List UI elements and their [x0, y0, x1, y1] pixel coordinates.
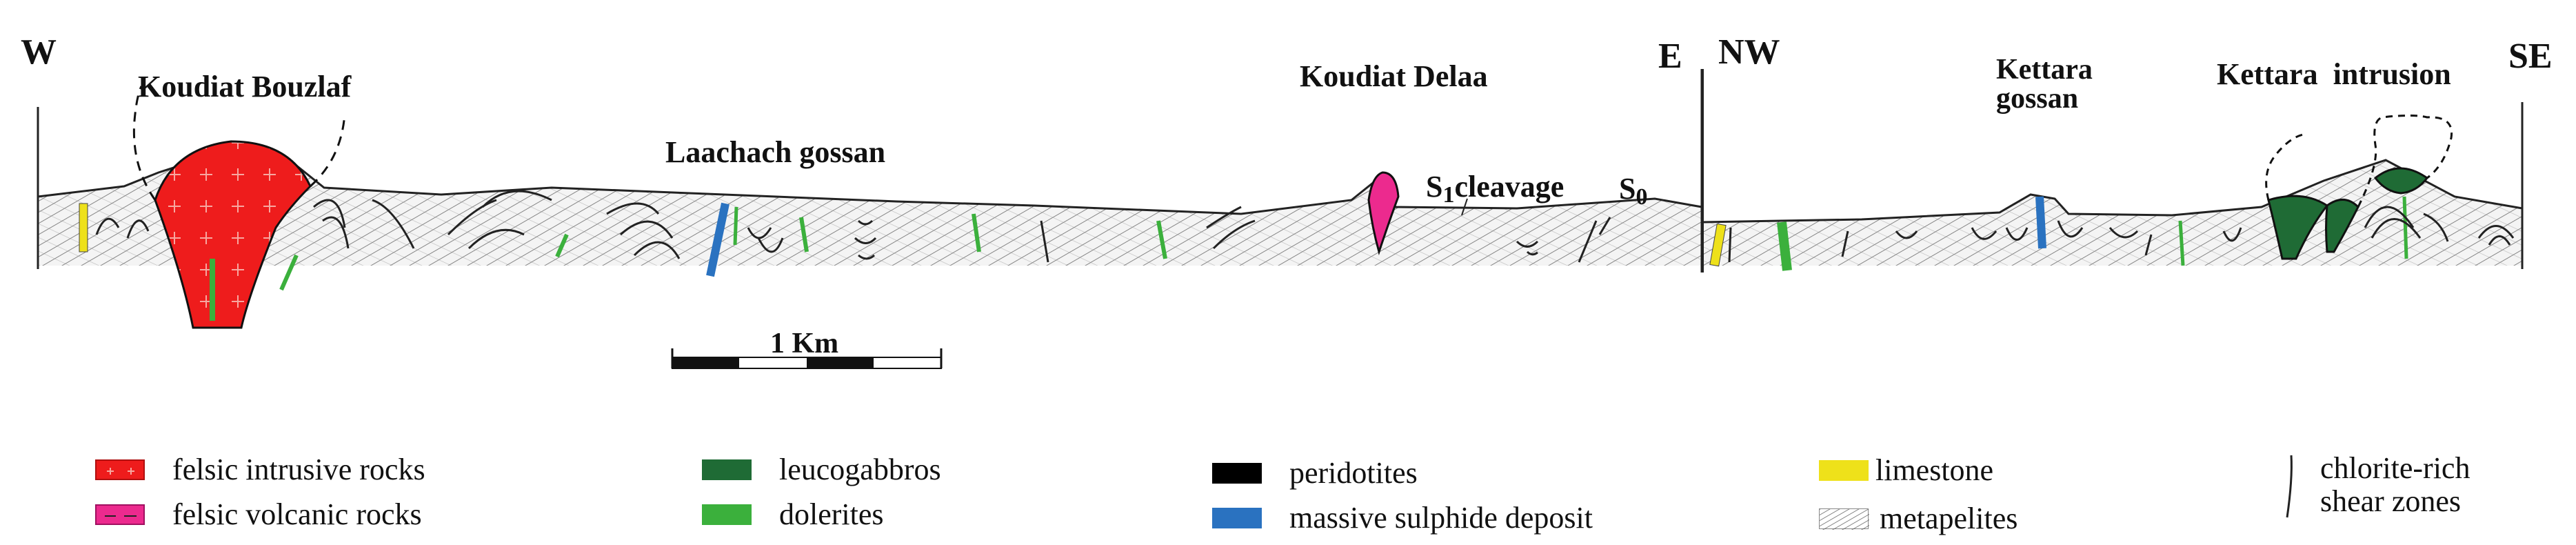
- direction-southeast-label: SE: [2508, 37, 2553, 76]
- right-section-folds: [1728, 206, 2515, 263]
- legend-chlorite-rich-shear-zones: chlorite-rich shear zones: [2279, 452, 2470, 521]
- legend-limestone: limestone: [1819, 453, 1993, 488]
- scale-bar-label: 1 Km: [770, 328, 839, 359]
- laachach-gossan-label: Laachach gossan: [665, 135, 886, 169]
- swatch-massive-sulphide: [1212, 507, 1262, 528]
- legend-metapelites: metapelites: [1819, 501, 2017, 536]
- scale-bar: [671, 348, 943, 369]
- s1-cleavage-leader: [1461, 198, 1468, 216]
- kettara-intrusion-label: Kettara intrusion: [2217, 57, 2451, 91]
- legend-felsic-volcanic-rocks: felsic volcanic rocks: [95, 497, 422, 532]
- s1-cleavage-label: S1cleavage: [1426, 170, 1564, 208]
- koudiat-delaa-volcanic: [1367, 171, 1400, 256]
- swatch-limestone: [1819, 459, 1869, 481]
- legend-felsic-intrusive-rocks: felsic intrusive rocks: [95, 452, 425, 487]
- legend-dolerites: dolerites: [702, 497, 884, 532]
- legend-peridotites: peridotites: [1212, 455, 1418, 490]
- kettara-gossan-label: Kettara gossan: [1996, 54, 2093, 115]
- legend-massive-sulphide-deposit: massive sulphide deposit: [1212, 500, 1593, 535]
- swatch-felsic-intrusive: [95, 459, 145, 480]
- koudiat-delaa-label: Koudiat Delaa: [1300, 59, 1488, 93]
- direction-east-label: E: [1658, 37, 1682, 76]
- swatch-peridotites: [1212, 462, 1262, 484]
- swatch-leucogabbros: [702, 459, 752, 480]
- direction-west-label: W: [21, 32, 57, 72]
- legend-leucogabbros: leucogabbros: [702, 452, 941, 487]
- swatch-shear-zone: [2279, 452, 2300, 521]
- kettara-intrusion: [2265, 115, 2453, 260]
- swatch-metapelites: [1819, 508, 1869, 530]
- swatch-dolerites: [702, 504, 752, 525]
- left-section-folds: [95, 190, 1611, 263]
- swatch-felsic-volcanic: [95, 504, 145, 525]
- s0-label: S0: [1619, 172, 1648, 210]
- left-section-dykes: [79, 202, 1167, 291]
- direction-northwest-label: NW: [1718, 32, 1780, 72]
- right-section-dykes: [1709, 196, 2185, 271]
- koudiat-bouzlaf-intrusion: [132, 86, 346, 329]
- koudiat-bouzlaf-label: Koudiat Bouzlaf: [138, 70, 352, 103]
